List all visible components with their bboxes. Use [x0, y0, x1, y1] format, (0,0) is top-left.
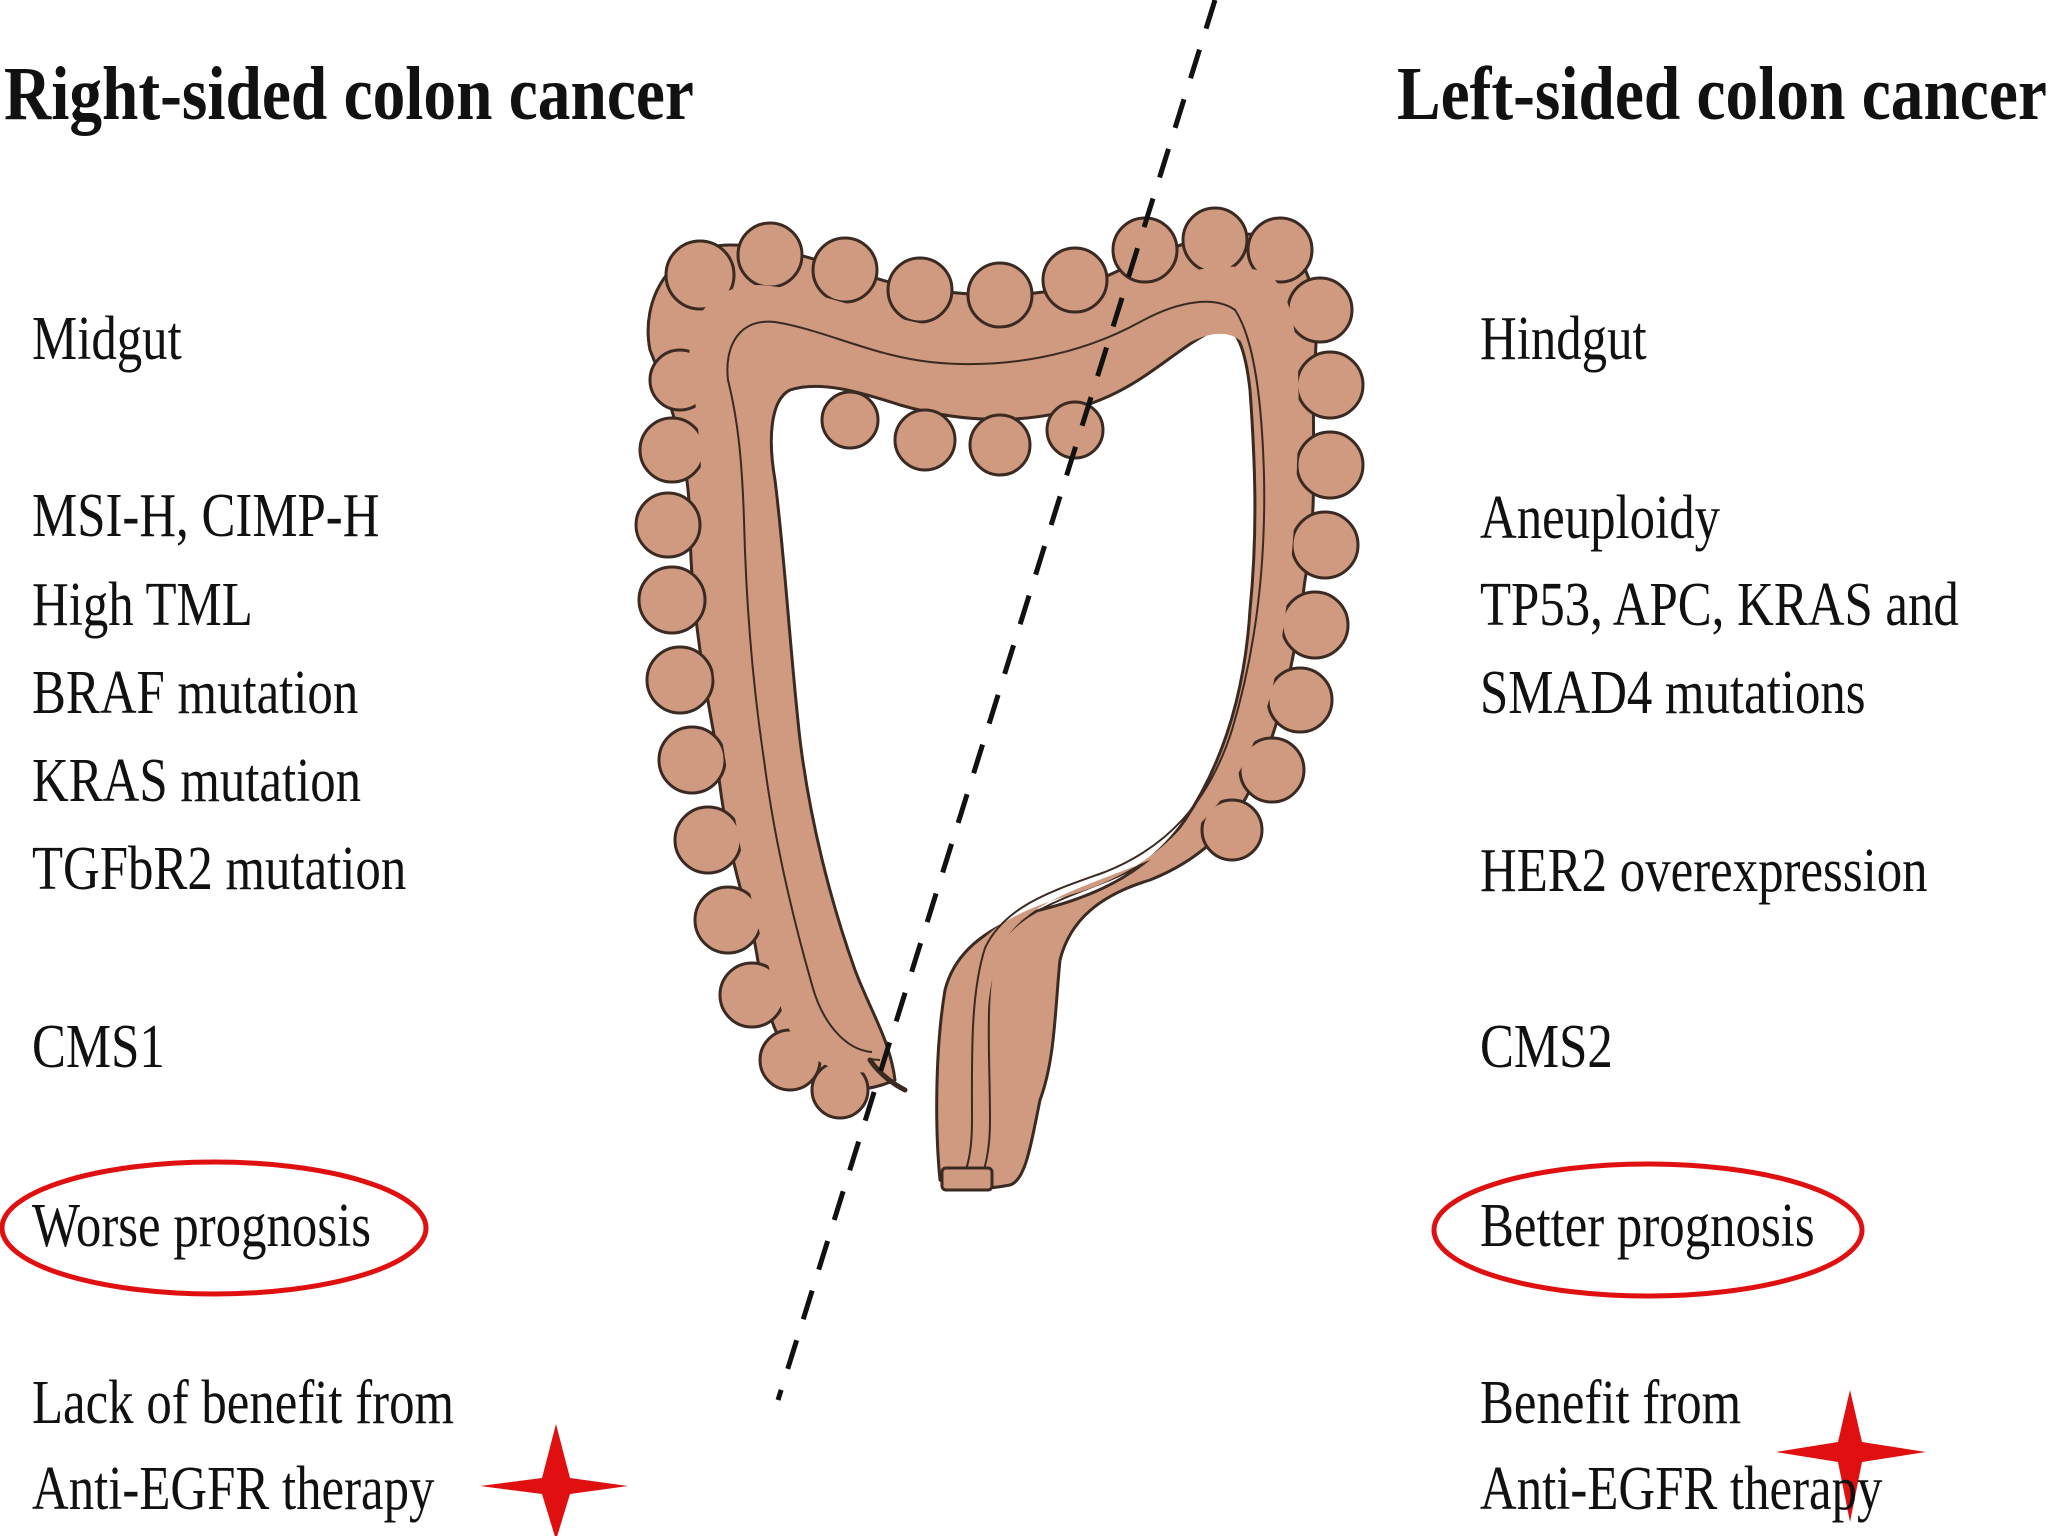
divider-dashed-line [775, 0, 1218, 1401]
right-prognosis: Worse prognosis [32, 1192, 372, 1260]
red-star-icon [480, 1424, 628, 1536]
left-feature-item: Aneuploidy [1480, 484, 1721, 552]
right-feature-item: High TML [32, 571, 253, 639]
right-feature-item: KRAS mutation [32, 747, 362, 815]
left-origin: Hindgut [1480, 305, 1647, 373]
left-feature-item: TP53, APC, KRAS and [1480, 571, 1959, 639]
right-origin: Midgut [32, 305, 182, 373]
right-therapy-line: Anti-EGFR therapy [32, 1455, 435, 1523]
colon-lumen-line [726, 300, 1266, 1179]
left-sided-title: Left-sided colon cancer [1397, 52, 2047, 136]
rectum-end [940, 1166, 994, 1192]
appendix [867, 1057, 908, 1093]
left-prognosis: Better prognosis [1480, 1192, 1815, 1260]
right-feature-item: MSI-H, CIMP-H [32, 482, 380, 550]
right-sided-title: Right-sided colon cancer [4, 52, 694, 136]
left-her2: HER2 overexpression [1480, 837, 1928, 905]
left-therapy-line: Anti-EGFR therapy [1480, 1455, 1883, 1523]
colon-body-fill [689, 266, 1299, 1180]
right-feature-item: TGFbR2 mutation [32, 835, 407, 903]
better-prognosis-highlight [1431, 1161, 1865, 1299]
colon-shape [634, 206, 1365, 1192]
haustra-bumps [634, 206, 1365, 1120]
left-feature-item: SMAD4 mutations [1480, 659, 1866, 727]
left-therapy-line: Benefit from [1480, 1369, 1742, 1437]
red-star-icon [1776, 1390, 1926, 1522]
right-therapy-line: Lack of benefit from [32, 1369, 455, 1437]
left-cms: CMS2 [1480, 1013, 1613, 1081]
worse-prognosis-highlight [0, 1159, 429, 1297]
right-feature-item: BRAF mutation [32, 659, 359, 727]
right-cms: CMS1 [32, 1013, 165, 1081]
